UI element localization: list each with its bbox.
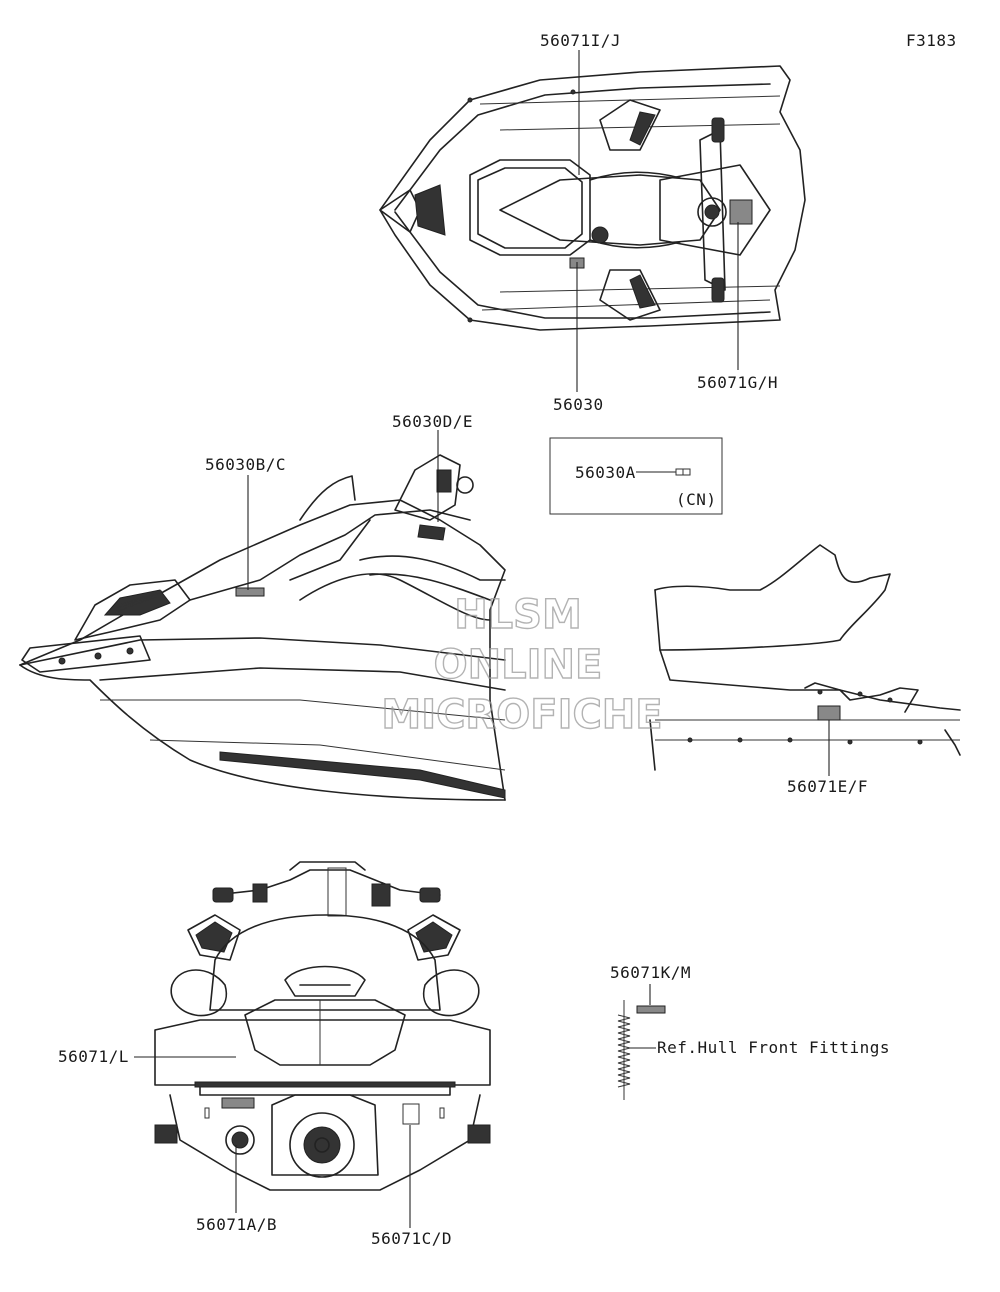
inset-box — [549, 437, 723, 515]
callout-cn: (CN) — [676, 490, 717, 509]
watermark-line1: HLSM — [454, 592, 582, 638]
callout-56071ij: 56071I/J — [540, 31, 621, 50]
top-view-drawing — [379, 65, 806, 331]
callout-56030de: 56030D/E — [392, 412, 473, 431]
callout-56030bc: 56030B/C — [205, 455, 286, 474]
callout-56071gh: 56071G/H — [697, 373, 778, 392]
side-view-drawing — [19, 454, 506, 801]
callout-ref-hull: Ref.Hull Front Fittings — [657, 1038, 890, 1057]
spring-icon — [617, 1000, 631, 1100]
hull-rivets — [687, 689, 923, 745]
rear-side-drawing — [649, 544, 961, 771]
callout-56071ab: 56071A/B — [196, 1215, 277, 1234]
callout-56071ef: 56071E/F — [787, 777, 868, 796]
decal-strip-icon — [636, 1005, 666, 1014]
figure-code: F3183 — [906, 31, 957, 50]
callout-56071cd: 56071C/D — [371, 1229, 452, 1248]
callout-56030a: 56030A — [575, 463, 636, 482]
rear-view-drawing — [154, 861, 491, 1191]
watermark-line2: ONLINE — [434, 642, 603, 688]
callout-56071l: 56071/L — [58, 1047, 129, 1066]
watermark-line3: MICROFICHE — [381, 692, 662, 738]
callout-56071km: 56071K/M — [610, 963, 691, 982]
watermark: HLSM ONLINE MICROFICHE — [381, 591, 664, 738]
callout-56030-top: 56030 — [553, 395, 604, 414]
